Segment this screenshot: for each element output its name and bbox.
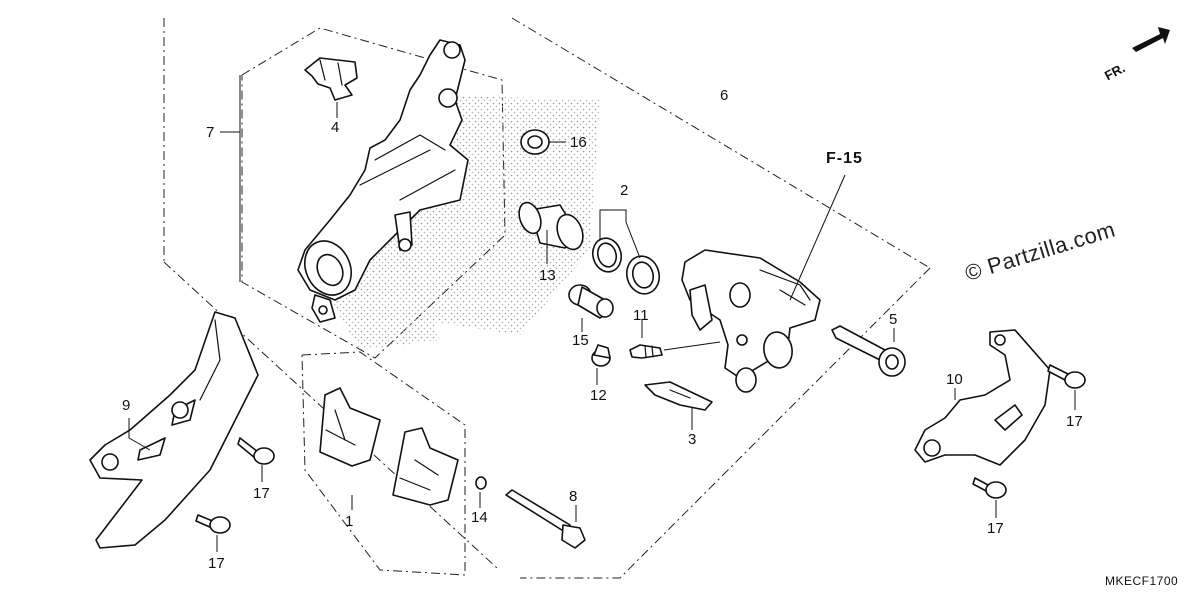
front-direction-arrow-icon	[1132, 27, 1170, 52]
pad-group-outline	[301, 351, 466, 576]
bracket-group-outline	[241, 27, 506, 359]
caliper-body-part-6	[681, 249, 821, 393]
guard-part-10	[914, 329, 1051, 466]
leader-lines	[128, 75, 1076, 552]
bolt-part-17-d	[972, 477, 1007, 499]
pad-spring-part-4	[304, 57, 358, 101]
bleeder-screw-part-11	[629, 344, 663, 359]
callout-16[interactable]: 16	[570, 134, 587, 151]
bolt-part-17-a	[237, 437, 275, 465]
callout-8[interactable]: 8	[569, 488, 578, 505]
piston-seals-part-2	[591, 237, 661, 295]
diagram-code: MKECF1700	[1105, 574, 1179, 588]
washer-part-14	[475, 476, 487, 490]
caliper-bracket-part-7	[297, 39, 469, 323]
callout-4[interactable]: 4	[331, 119, 340, 136]
callout-5[interactable]: 5	[889, 311, 898, 328]
pin-bolt-part-15	[568, 284, 614, 319]
caliper-group-outline	[163, 17, 931, 579]
disc-guard-part-9	[89, 311, 259, 549]
piston-part-13	[518, 201, 584, 251]
callout-10[interactable]: 10	[946, 371, 963, 388]
bolt-part-17-c	[1047, 364, 1086, 389]
pad-guide-part-3	[644, 381, 713, 411]
callout-13[interactable]: 13	[539, 267, 556, 284]
brake-pads-part-1	[319, 387, 459, 506]
boot-part-16	[520, 129, 550, 155]
bolt-part-17-b	[195, 514, 231, 534]
callout-9[interactable]: 9	[122, 397, 131, 414]
callout-1[interactable]: 1	[345, 513, 354, 530]
bleeder-cap-part-12	[591, 344, 611, 367]
callout-7[interactable]: 7	[206, 124, 215, 141]
callout-11[interactable]: 11	[633, 307, 649, 324]
reference-label-f15[interactable]: F-15	[826, 150, 863, 167]
pad-pin-part-8	[505, 489, 586, 549]
pin-bolt-part-5	[831, 325, 906, 377]
callout-6[interactable]: 6	[720, 87, 729, 104]
callout-3[interactable]: 3	[688, 431, 697, 448]
callout-17-left-lower[interactable]: 17	[208, 555, 225, 572]
callout-17-right-upper[interactable]: 17	[1066, 413, 1083, 430]
callout-15[interactable]: 15	[572, 332, 589, 349]
callout-17-right-lower[interactable]: 17	[987, 520, 1004, 537]
callout-14[interactable]: 14	[471, 509, 488, 526]
callout-2[interactable]: 2	[620, 182, 629, 199]
callout-17-left-upper[interactable]: 17	[253, 485, 270, 502]
callout-12[interactable]: 12	[590, 387, 607, 404]
